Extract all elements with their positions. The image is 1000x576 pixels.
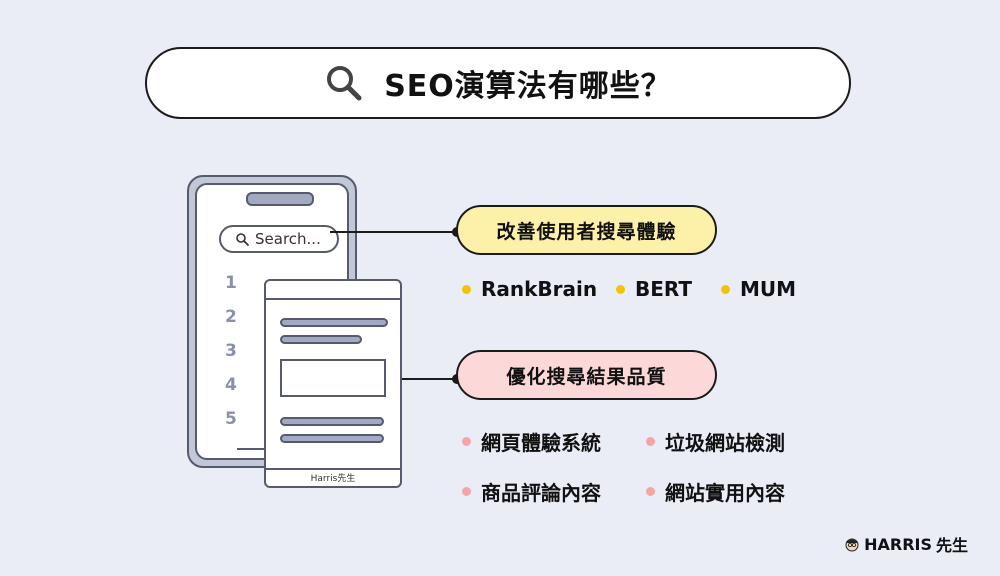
phone-speaker [246, 192, 314, 206]
item-label: MUM [740, 277, 797, 301]
text-line [280, 335, 362, 344]
item-label: BERT [635, 277, 693, 301]
list-item: 網站實用內容 [646, 477, 785, 506]
result-number: 3 [225, 341, 237, 361]
search-placeholder: Search... [255, 230, 321, 248]
webpage-illustration: Harris先生 [264, 279, 402, 488]
list-item: 網頁體驗系統 [462, 427, 601, 456]
connector-line [402, 378, 458, 380]
list-item: RankBrain [462, 277, 597, 301]
search-icon [236, 233, 249, 246]
bullet-dot [721, 284, 730, 294]
text-line [280, 434, 384, 443]
phone-home-indicator [237, 448, 273, 450]
section-label-user-experience: 改善使用者搜尋體驗 [456, 205, 717, 255]
page-footer-line [266, 468, 400, 470]
list-item: 垃圾網站檢測 [646, 427, 785, 456]
item-label: 垃圾網站檢測 [665, 431, 785, 455]
list-item: MUM [721, 277, 796, 301]
connector-line [330, 231, 458, 233]
result-number: 2 [225, 307, 237, 327]
item-label: 網站實用內容 [665, 481, 785, 505]
avatar-icon [845, 538, 859, 552]
result-number: 5 [225, 409, 237, 429]
brand-suffix: 先生 [935, 536, 968, 555]
list-item: 商品評論內容 [462, 477, 601, 506]
brand-name: HARRIS [864, 534, 932, 554]
bullet-dot [462, 437, 471, 446]
search-icon [327, 66, 362, 101]
item-label: 網頁體驗系統 [481, 431, 601, 455]
bullet-dot [646, 437, 655, 446]
result-number: 1 [225, 273, 237, 293]
bullet-dot [462, 284, 471, 294]
section-label-result-quality: 優化搜尋結果品質 [456, 350, 717, 400]
result-number: 4 [225, 375, 237, 395]
bullet-dot [646, 487, 655, 496]
content-block [280, 359, 386, 397]
bullet-dot [462, 487, 471, 496]
list-item: BERT [616, 277, 692, 301]
page-header-line [266, 298, 400, 300]
text-line [280, 318, 388, 327]
page-title: SEO演算法有哪些？ [384, 69, 672, 104]
phone-search-box: Search... [219, 225, 339, 253]
item-label: RankBrain [481, 277, 598, 301]
text-line [280, 417, 384, 426]
page-brand: Harris先生 [310, 474, 356, 484]
title-banner: SEO演算法有哪些？ [145, 47, 851, 119]
item-label: 商品評論內容 [481, 481, 601, 505]
bullet-dot [616, 284, 625, 294]
